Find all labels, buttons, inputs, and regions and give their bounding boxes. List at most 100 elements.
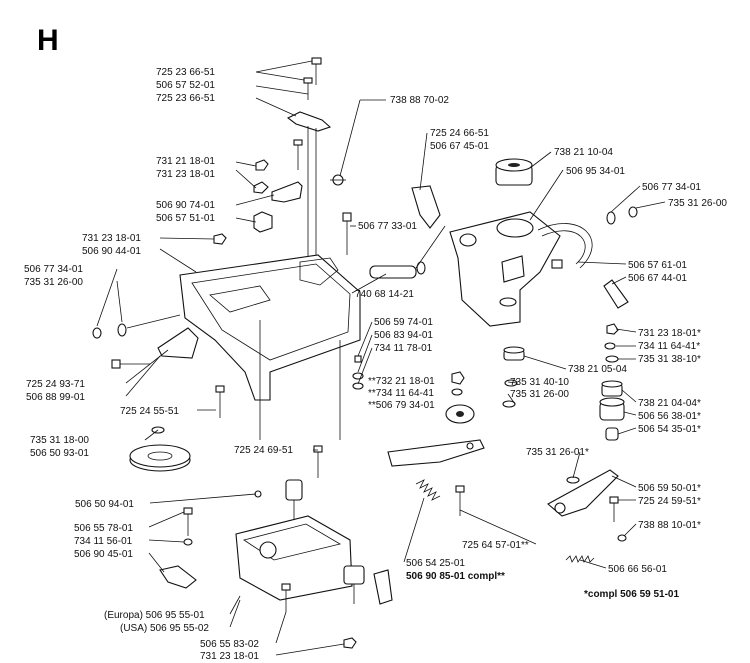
- bracket-57-51: [253, 211, 273, 233]
- label-50677-3401-b: 506 77 34-01: [24, 264, 83, 275]
- label-73531-1800: 735 31 18-00: [30, 435, 89, 446]
- nut-pair: [253, 159, 269, 194]
- label-72524-5551: 725 24 55-51: [120, 406, 179, 417]
- label-73411-7801: 734 11 78-01: [374, 343, 433, 354]
- label-50654-2501: 506 54 25-01: [406, 558, 465, 569]
- label-72524-6651: 725 24 66-51: [430, 128, 489, 139]
- label-50683-9401: 506 83 94-01: [374, 330, 433, 341]
- label-50656-3801-star: 506 56 38-01*: [638, 411, 701, 422]
- label-50657-6101: 506 57 61-01: [628, 260, 687, 271]
- bracket-90-74: [271, 181, 303, 203]
- bolt-55-83: [281, 583, 291, 612]
- label-73411-6441-dstar: **734 11 64-41: [368, 388, 434, 399]
- part-labels: 725 23 66-51 506 57 52-01 725 23 66-51 7…: [24, 67, 727, 662]
- pin-88-10: [617, 534, 627, 542]
- label-50654-3501-star: 506 54 35-01*: [638, 424, 701, 435]
- label-72524-6951: 725 24 69-51: [234, 445, 293, 456]
- label-50657-5201: 506 57 52-01: [156, 80, 215, 91]
- label-50677-3301: 506 77 33-01: [358, 221, 417, 232]
- bolt-64-57: [455, 485, 465, 516]
- label-73888-1001-star: 738 88 10-01*: [638, 520, 701, 531]
- label-72524-5951-star: 725 24 59-51*: [638, 496, 701, 507]
- label-50650-9301: 506 50 93-01: [30, 448, 89, 459]
- bolt-55-51: [215, 385, 225, 418]
- label-73411-6441-star: 734 11 64-41*: [638, 341, 700, 352]
- swivel-housing: [449, 211, 561, 327]
- label-73821-1004: 738 21 10-04: [554, 147, 613, 158]
- label-73123-1801-c: 731 23 18-01: [200, 651, 259, 662]
- label-73531-2601-star: 735 31 26-01*: [526, 447, 589, 458]
- spring-54-25: [415, 479, 441, 501]
- label-73411-5601: 734 11 56-01: [74, 536, 133, 547]
- label-50666-5601: 506 66 56-01: [608, 564, 667, 575]
- bracket-90-45: [159, 565, 197, 589]
- label-50667-4501: 506 67 45-01: [430, 141, 489, 152]
- label-72523-6651-b: 725 23 66-51: [156, 93, 215, 104]
- bolt-55-78: [183, 507, 193, 546]
- label-usa-50695-5502: (USA) 506 95 55-02: [120, 623, 209, 634]
- label-73123-1801-a: 731 23 18-01: [156, 169, 215, 180]
- guard-67-44: [603, 279, 629, 309]
- leader-lines: [96, 60, 666, 656]
- label-compl-50659-5101: *compl 506 59 51-01: [584, 589, 679, 600]
- label-50695-3401: 506 95 34-01: [566, 166, 625, 177]
- bolt-93-71: [111, 359, 150, 369]
- part-drawings: [92, 57, 638, 649]
- label-73123-1801-star: 731 23 18-01*: [638, 328, 701, 339]
- lever-59-50: [547, 469, 619, 517]
- label-50688-9901: 506 88 99-01: [26, 392, 85, 403]
- label-50655-8302: 506 55 83-02: [200, 639, 259, 650]
- label-73821-0504: 738 21 05-04: [568, 364, 627, 375]
- nut-left: [213, 233, 227, 245]
- label-73821-0404-star: 738 21 04-04*: [638, 398, 701, 409]
- washers-left: [92, 314, 181, 339]
- nut-bottom: [343, 637, 357, 649]
- gearbox-housing: [235, 515, 393, 605]
- label-72524-9371: 725 24 93-71: [26, 379, 85, 390]
- label-50690-4401: 506 90 44-01: [82, 246, 141, 257]
- guard-67-45: [411, 185, 441, 229]
- arc-spring: [537, 223, 593, 269]
- lever-59-74: [387, 439, 485, 467]
- bolt-59-51: [609, 496, 619, 522]
- label-73531-2600-a: 735 31 26-00: [668, 198, 727, 209]
- label-50650-9401: 506 50 94-01: [75, 499, 134, 510]
- label-50657-5101: 506 57 51-01: [156, 213, 215, 224]
- label-50677-3401-a: 506 77 34-01: [642, 182, 701, 193]
- label-50667-4401: 506 67 44-01: [628, 273, 687, 284]
- bearing-top: [495, 158, 533, 186]
- small-bolt: [293, 139, 303, 170]
- page-letter: H: [37, 24, 59, 57]
- label-50655-7801: 506 55 78-01: [74, 523, 133, 534]
- label-73531-3810-star: 735 31 38-10*: [638, 354, 701, 365]
- label-50659-5001-star: 506 59 50-01*: [638, 483, 701, 494]
- label-73888-7002: 738 88 70-02: [390, 95, 449, 106]
- label-73531-2600-b: 735 31 26-00: [24, 277, 83, 288]
- middle-bearing-stack: [502, 346, 525, 408]
- label-73221-1801-dstar: **732 21 18-01: [368, 376, 435, 387]
- label-europa-50695-5501: (Europa) 506 95 55-01: [104, 610, 205, 621]
- spring-66-56: [565, 555, 595, 563]
- long-bolt: [342, 212, 352, 255]
- label-50690-7401: 506 90 74-01: [156, 200, 215, 211]
- label-73123-1801-b: 731 23 18-01: [82, 233, 141, 244]
- label-50659-7401: 506 59 74-01: [374, 317, 433, 328]
- main-frame: [179, 254, 361, 440]
- right-bearing-stack: [599, 323, 625, 441]
- label-73531-4010: 735 31 40-10: [510, 377, 569, 388]
- top-screw-assembly: [286, 57, 332, 275]
- pulley: [129, 426, 191, 472]
- label-50690-4501: 506 90 45-01: [74, 549, 133, 560]
- center-stack: [352, 355, 475, 424]
- label-50679-3401-dstar: **506 79 34-01: [368, 400, 435, 411]
- bolt-69-51: [313, 445, 323, 478]
- label-73531-2600-c: 735 31 26-00: [510, 389, 569, 400]
- label-72523-6651-a: 725 23 66-51: [156, 67, 215, 78]
- label-50690-8501-compl: 506 90 85-01 compl**: [406, 571, 505, 582]
- label-73121-1801: 731 21 18-01: [156, 156, 215, 167]
- axle-tube: [369, 261, 426, 279]
- label-72564-5701-dstar: 725 64 57-01**: [462, 540, 529, 551]
- label-74068-1421: 740 68 14-21: [355, 289, 414, 300]
- washer-right: [606, 206, 638, 225]
